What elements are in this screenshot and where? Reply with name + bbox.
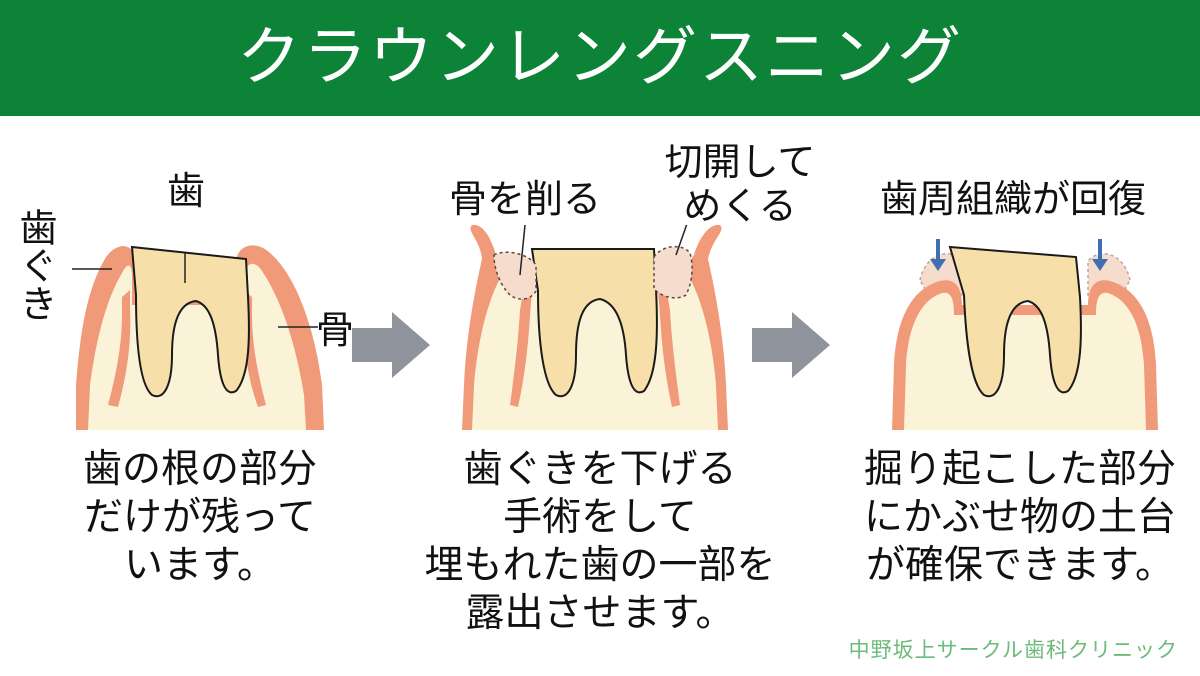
label-tooth: 歯 <box>167 169 206 213</box>
caption-line: 手術をして <box>503 495 697 540</box>
label-gum: 歯ぐき <box>13 208 57 322</box>
caption-line: 埋もれた歯の一部を <box>424 543 776 588</box>
label-recover: 歯周組織が回復 <box>880 177 1147 221</box>
arrow-right-icon <box>352 312 430 378</box>
arrow-right-icon <box>752 312 830 378</box>
label-incise: 切開して めくる <box>650 140 830 228</box>
caption-line: が確保できます。 <box>865 543 1175 588</box>
label-shave-bone: 骨を削る <box>449 177 602 221</box>
label-incise-line: めくる <box>683 184 797 228</box>
caption-before: 歯の根の部分 だけが残って います。 <box>40 446 360 590</box>
label-bone: 骨 <box>316 308 355 352</box>
down-arrow-icon <box>1092 239 1108 271</box>
caption-after: 掘り起こした部分 にかぶせ物の土台 が確保できます。 <box>850 446 1190 590</box>
diagram-surgery <box>462 225 728 430</box>
caption-line: 歯の根の部分 <box>82 447 317 492</box>
caption-surgery: 歯ぐきを下げる 手術をして 埋もれた歯の一部を 露出させます。 <box>410 446 790 638</box>
title-bar: クラウンレングスニング <box>0 0 1200 116</box>
leader-shave <box>519 225 526 276</box>
caption-line: 露出させます。 <box>465 591 735 636</box>
clinic-name: 中野坂上サークル歯科クリニック <box>848 638 1178 662</box>
caption-line: 掘り起こした部分 <box>863 447 1176 492</box>
caption-line: います。 <box>123 543 277 588</box>
diagram-after <box>892 239 1158 430</box>
caption-line: にかぶせ物の土台 <box>863 495 1176 540</box>
down-arrow-icon <box>930 239 946 271</box>
caption-line: だけが残って <box>83 495 317 540</box>
diagram-before <box>72 245 324 430</box>
page-title: クラウンレングスニング <box>237 21 963 95</box>
leader-incise <box>675 225 688 256</box>
caption-line: 歯ぐきを下げる <box>463 447 737 492</box>
label-incise-line: 切開して <box>664 140 816 184</box>
